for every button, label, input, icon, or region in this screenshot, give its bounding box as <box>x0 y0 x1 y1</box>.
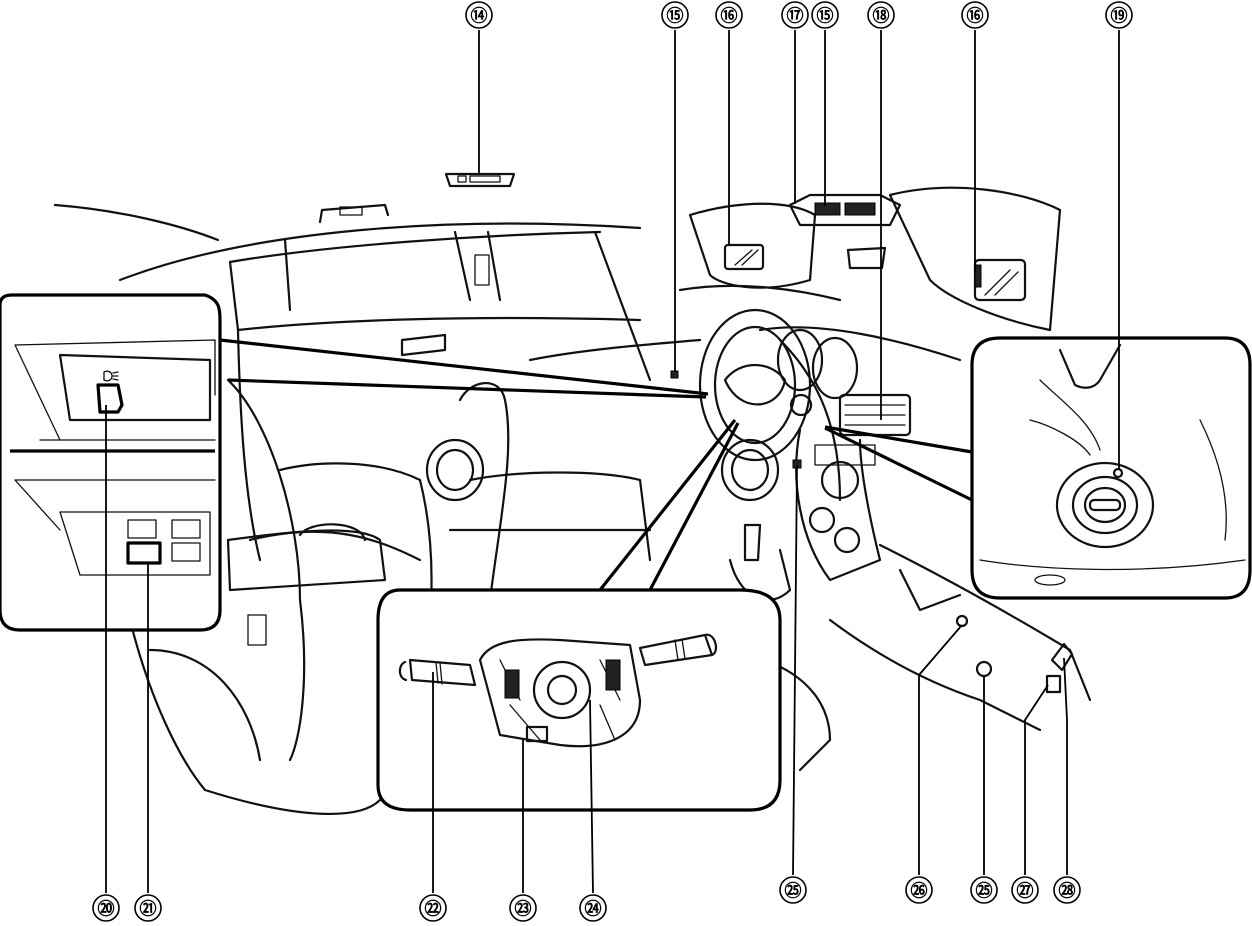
callout-21-label: ㉑ <box>140 899 157 919</box>
inset-combination-switch <box>376 588 782 812</box>
callout-20: ⑳ <box>92 894 120 922</box>
callout-16: ⑯ <box>715 1 743 29</box>
callout-24-label: ㉔ <box>585 899 602 919</box>
callout-15-label: ⑮ <box>817 6 834 26</box>
callout-25-label: ㉕ <box>785 881 802 901</box>
callout-25: ㉕ <box>970 876 998 904</box>
callout-27-label: ㉗ <box>1017 881 1034 901</box>
callout-26-label: ㉖ <box>911 881 928 901</box>
callout-15: ⑮ <box>661 1 689 29</box>
headlight-leveling-icon <box>103 370 119 382</box>
callout-25: ㉕ <box>779 876 807 904</box>
callout-25-label: ㉕ <box>976 881 993 901</box>
car-interior-lineart <box>53 172 1092 816</box>
callout-23-label: ㉓ <box>515 899 532 919</box>
callout-18: ⑱ <box>867 1 895 29</box>
callout-16-label: ⑯ <box>967 6 984 26</box>
callout-28-label: ㉘ <box>1059 881 1076 901</box>
callout-16: ⑯ <box>961 1 989 29</box>
callout-17-label: ⑰ <box>787 6 804 26</box>
callout-23: ㉓ <box>509 894 537 922</box>
callout-27: ㉗ <box>1011 876 1039 904</box>
callout-20-label: ⑳ <box>98 899 115 919</box>
callout-28: ㉘ <box>1053 876 1081 904</box>
callout-14-label: ⑭ <box>471 6 488 26</box>
callout-18-label: ⑱ <box>873 6 890 26</box>
callout-15: ⑮ <box>811 1 839 29</box>
callout-22-label: ㉒ <box>425 899 442 919</box>
callout-22: ㉒ <box>419 894 447 922</box>
callout-19: ⑲ <box>1105 1 1133 29</box>
callout-21: ㉑ <box>134 894 162 922</box>
callouts: ⑭ ⑮ ⑯ ⑰ ⑮ ⑱ ⑯ ⑲ <box>92 1 1133 922</box>
callout-19-label: ⑲ <box>1111 6 1128 26</box>
callout-26: ㉖ <box>905 876 933 904</box>
callout-15-label: ⑮ <box>667 6 684 26</box>
callout-24: ㉔ <box>579 894 607 922</box>
callout-leaders <box>105 30 1120 894</box>
inset-ignition-key <box>970 336 1252 600</box>
callout-16-label: ⑯ <box>721 6 738 26</box>
callout-14: ⑭ <box>465 1 493 29</box>
inset-connector-lines <box>219 338 973 591</box>
inset-left-switch-panel <box>0 293 222 632</box>
callout-17: ⑰ <box>781 1 809 29</box>
